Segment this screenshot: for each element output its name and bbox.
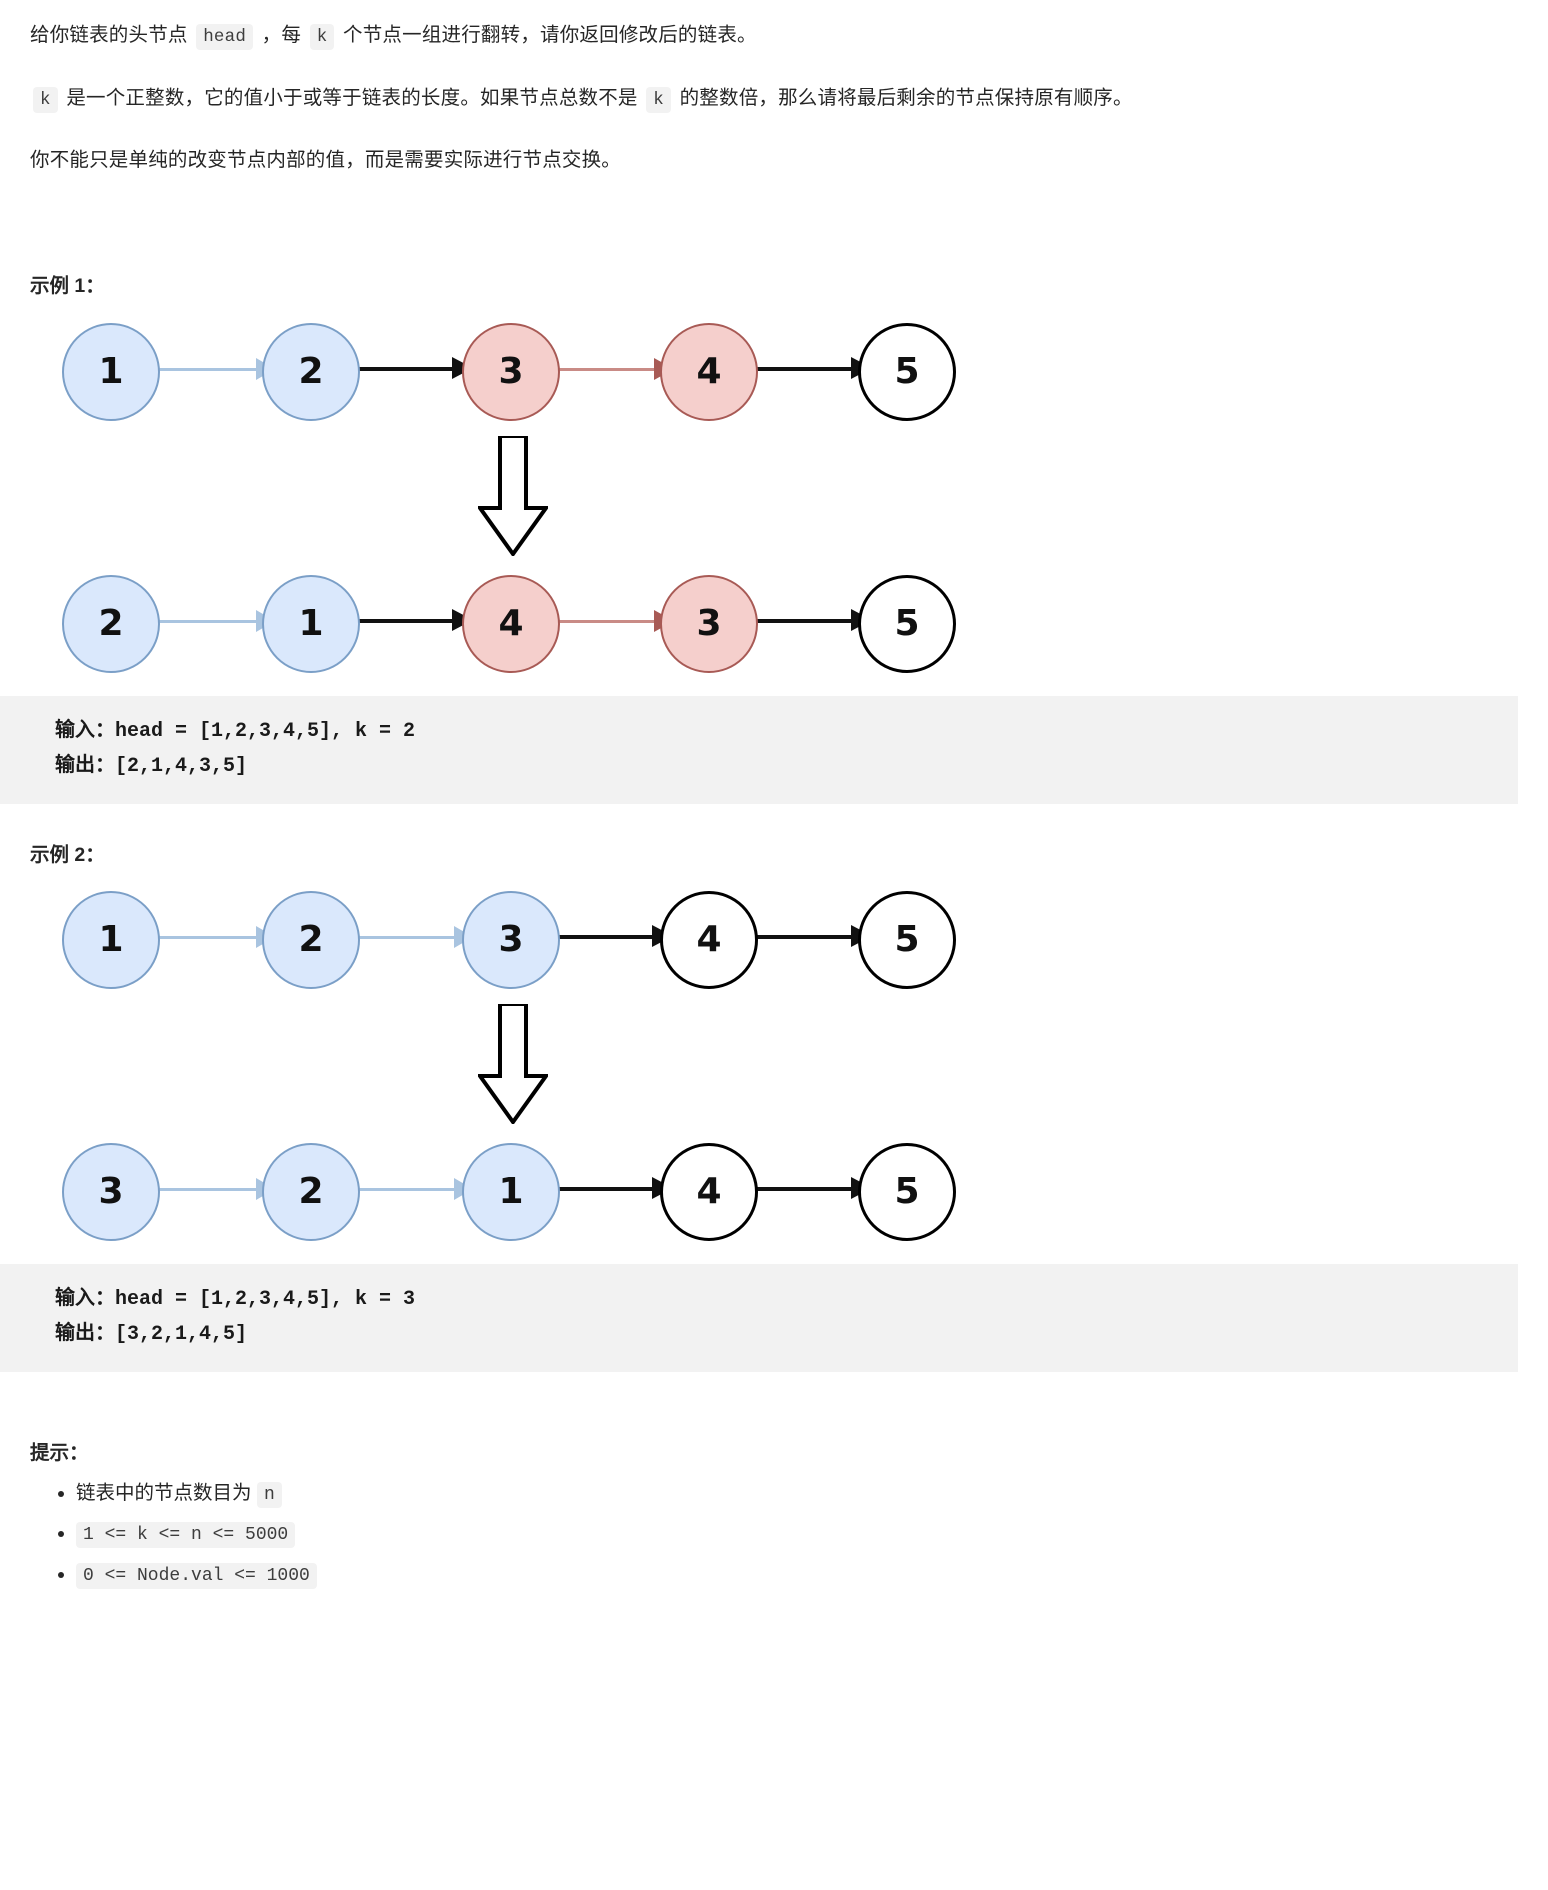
list-item: 链表中的节点数目为 n [76,1477,1518,1511]
hint-text: 链表中的节点数目为 [76,1481,252,1504]
edge-1-2 [158,367,280,371]
example-1-before-row: 1 2 3 4 5 [30,318,1030,430]
example-2-io-block: 输入：head = [1,2,3,4,5], k = 3 输出：[3,2,1,4… [0,1263,1518,1372]
node-circle: 3 [660,574,758,673]
example-2-output-line: 输出：[3,2,1,4,5] [55,1322,248,1346]
example-1-io-block: 输入：head = [1,2,3,4,5], k = 2 输出：[2,1,4,3… [0,695,1518,804]
inline-code-nodeval-range: 0 <= Node.val <= 1000 [76,1562,317,1589]
down-arrow-icon [476,1001,550,1135]
description-paragraph-1: 给你链表的头节点 head ，每 k 个节点一组进行翻转，请你返回修改后的链表。 [30,18,1518,53]
desc-p1-text-c: 个节点一组进行翻转，请你返回修改后的链表。 [343,24,757,46]
node-circle: 2 [262,1142,360,1241]
node-circle: 5 [858,322,956,421]
edge-4-5 [757,1186,875,1191]
example-2-input-line: 输入：head = [1,2,3,4,5], k = 3 [55,1287,416,1311]
edge-4-3 [558,619,678,623]
inline-code-k-2: k [33,86,58,113]
hints-list: 链表中的节点数目为 n 1 <= k <= n <= 5000 0 <= Nod… [30,1477,1518,1592]
edge-2-1 [358,1187,478,1191]
node-circle: 5 [858,574,956,673]
list-item: 1 <= k <= n <= 5000 [76,1517,1518,1551]
node-circle: 3 [62,1142,160,1241]
edge-1-4 [358,618,476,623]
node-circle: 4 [660,890,758,989]
node-circle: 3 [462,322,560,421]
node-circle: 4 [660,322,758,421]
node-circle: 1 [462,1142,560,1241]
edge-3-4 [558,934,676,939]
desc-p1-text-b: ，每 [261,24,302,46]
node-circle: 2 [262,322,360,421]
example-1-diagram: 1 2 3 4 5 2 1 4 3 5 [30,318,1518,682]
example-1-output-line: 输出：[2,1,4,3,5] [55,754,248,778]
edge-2-3 [358,366,476,371]
inline-code-k-range: 1 <= k <= n <= 5000 [76,1522,296,1549]
edge-4-5 [757,934,875,939]
node-circle: 5 [858,890,956,989]
node-circle: 4 [660,1142,758,1241]
node-circle: 1 [62,322,160,421]
description-paragraph-2: k 是一个正整数，它的值小于或等于链表的长度。如果节点总数不是 k 的整数倍，那… [30,81,1518,116]
node-circle: 1 [62,890,160,989]
example-2-title: 示例 2： [30,843,105,866]
down-arrow-icon [476,433,550,567]
example-2-before-row: 1 2 3 4 5 [30,886,1030,998]
node-circle: 4 [462,574,560,673]
inline-code-k-1: k [309,24,335,50]
node-circle: 2 [62,574,160,673]
edge-4-5 [757,366,875,371]
edge-1-4 [558,1186,676,1191]
node-circle: 3 [462,890,560,989]
example-2-diagram: 1 2 3 4 5 3 2 1 4 5 [30,886,1518,1250]
desc-p2-text-a: 是一个正整数，它的值小于或等于链表的长度。如果节点总数不是 [66,86,638,109]
description-paragraph-3: 你不能只是单纯的改变节点内部的值，而是需要实际进行节点交换。 [30,149,622,172]
example-1-title: 示例 1： [30,275,105,298]
example-1-transform-arrow-wrap [30,430,1030,570]
example-1-after-row: 2 1 4 3 5 [30,570,1030,682]
edge-2-1 [158,619,280,623]
node-circle: 1 [262,574,360,673]
inline-code-k-3: k [646,86,671,113]
node-circle: 2 [262,890,360,989]
example-1-input-line: 输入：head = [1,2,3,4,5], k = 2 [55,719,416,743]
edge-3-4 [558,367,678,371]
desc-p2-text-b: 的整数倍，那么请将最后剩余的节点保持原有顺序。 [679,86,1133,109]
node-circle: 5 [858,1142,956,1241]
desc-p1-text-a: 给你链表的头节点 [30,24,188,46]
example-2-transform-arrow-wrap [30,998,1030,1138]
edge-1-2 [158,935,280,939]
list-item: 0 <= Node.val <= 1000 [76,1558,1518,1592]
inline-code-head: head [196,24,254,50]
example-2-after-row: 3 2 1 4 5 [30,1138,1030,1250]
inline-code-n: n [256,1481,282,1508]
edge-3-2 [158,1187,280,1191]
edge-2-3 [358,935,478,939]
hints-title: 提示： [30,1441,89,1464]
edge-3-5 [757,618,875,623]
